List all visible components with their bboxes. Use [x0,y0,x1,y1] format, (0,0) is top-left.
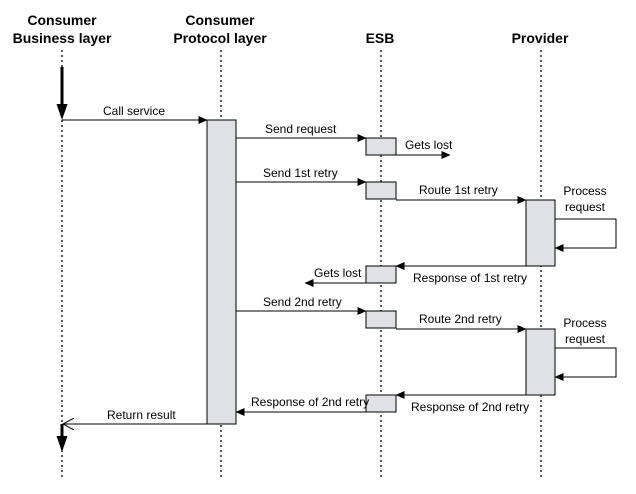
label-process-request-1: Process [563,184,606,198]
activation-provider-1st [525,199,556,267]
activation-provider-2nd [525,328,556,396]
label-response-2nd-retry-esb: Response of 2nd retry [251,395,369,409]
label-gets-lost-2: Gets lost [314,266,362,280]
label-gets-lost-1: Gets lost [405,138,453,152]
label-call-service: Call service [103,104,165,118]
label-send-2nd-retry: Send 2nd retry [263,295,342,309]
label-route-1st-retry: Route 1st retry [419,183,498,197]
start-arrow-head [56,104,68,120]
arrow-process-request-1 [554,218,617,252]
activation-esb-2nd-retry [365,310,397,329]
activation-esb-1st-response [365,265,397,284]
label-send-1st-retry: Send 1st retry [263,166,338,180]
end-arrow-head [56,436,68,452]
label-process-request-2: Process [563,316,606,330]
header-consumer-business: Consumer [27,12,97,28]
label-route-2nd-retry: Route 2nd retry [419,312,502,326]
activation-esb-2nd-response [365,394,397,413]
header-consumer-protocol: Protocol layer [173,30,267,46]
label-send-request: Send request [265,122,337,136]
label-return-result: Return result [107,408,176,422]
activation-esb-send-request [365,137,397,156]
activation-esb-1st-retry [365,181,397,200]
arrow-process-request-2 [554,347,617,381]
header-provider: Provider [512,30,569,46]
label-process-request-1: request [565,200,606,214]
label-response-2nd-retry-provider: Response of 2nd retry [411,400,529,414]
header-esb: ESB [366,30,395,46]
header-consumer-protocol: Consumer [185,12,255,28]
activation-consumer-protocol [206,119,237,425]
label-response-1st-retry: Response of 1st retry [413,271,527,285]
header-consumer-business: Business layer [13,30,112,46]
label-process-request-2: request [565,332,606,346]
